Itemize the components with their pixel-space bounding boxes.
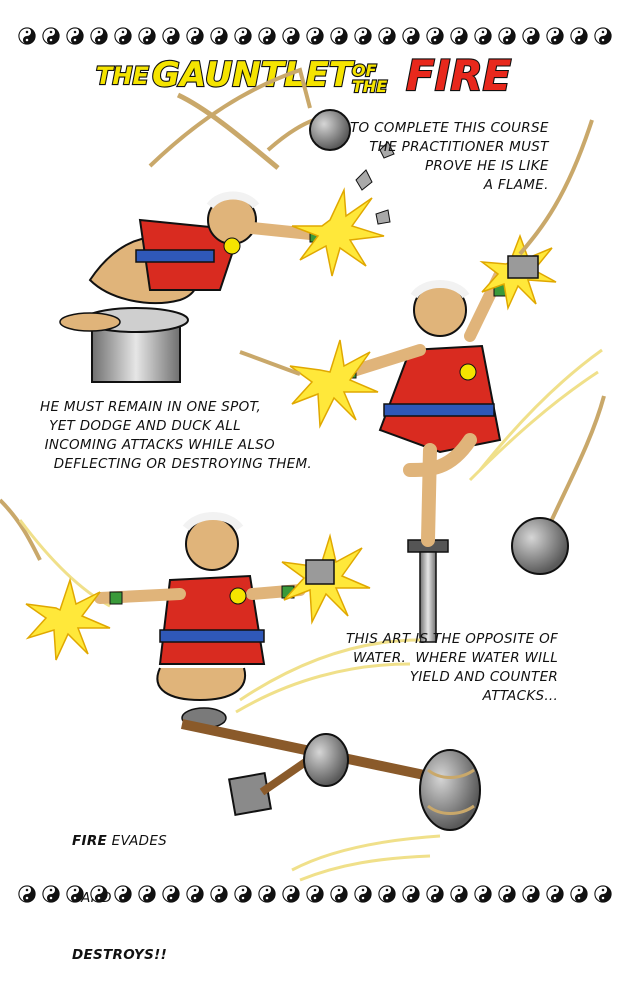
yin-yang-icon [522,885,540,903]
fighter-two [343,268,507,643]
caption-rule: HE MUST REMAIN IN ONE SPOT, YET DODGE AN… [40,399,313,472]
yin-yang-icon [114,27,132,45]
yin-yang-icon [426,885,444,903]
caption-contrast: THIS ART IS THE OPPOSITE OF WATER. WHERE… [346,631,559,704]
ropes-right [0,119,606,561]
yin-yang-icon [138,27,156,45]
yin-yang-icon [42,885,60,903]
yin-yang-icon [282,885,300,903]
yin-yang-icon [426,27,444,45]
swinging-ball-top [148,67,351,170]
caption-ending-destroys: DESTROYS!! [72,947,168,963]
yin-yang-icon [378,27,396,45]
yin-yang-icon [258,27,276,45]
bottom-border [18,882,612,906]
yin-yang-icon [186,27,204,45]
caption-intro: TO COMPLETE THIS COURSE THE PRACTITIONER… [350,120,549,193]
yin-yang-icon [546,27,564,45]
impact-spark-three [25,533,371,661]
yin-yang-icon [402,27,420,45]
yin-yang-icon [330,27,348,45]
yin-yang-icon [522,27,540,45]
fighter-three [94,512,306,729]
caption-ending-fire: FIRE [72,833,108,849]
yin-yang-icon [594,27,612,45]
yin-yang-icon [114,885,132,903]
impact-spark-two [289,233,557,429]
yin-yang-icon [450,27,468,45]
yin-yang-icon [18,27,36,45]
yin-yang-icon [330,885,348,903]
yin-yang-icon [306,27,324,45]
iron-ball-right [511,517,569,575]
spinning-bar-weapon [180,719,481,831]
yin-yang-icon [570,27,588,45]
yin-yang-icon [18,885,36,903]
yin-yang-icon [234,27,252,45]
yin-yang-icon [378,885,396,903]
yin-yang-icon [90,27,108,45]
yin-yang-icon [162,885,180,903]
title-fire: FIRE [406,51,512,100]
comic-illustration [0,67,606,882]
caption-ending-evades: EVADES [107,833,168,849]
fighter-one [59,191,336,332]
yin-yang-icon [474,27,492,45]
yin-yang-icon [66,27,84,45]
title-the: THE [96,62,149,90]
title-the-2: THE [352,77,387,96]
yin-yang-icon [162,27,180,45]
yin-yang-icon [402,885,420,903]
yin-yang-icon [306,885,324,903]
yin-yang-icon [210,27,228,45]
title-of: OF [352,61,377,80]
yin-yang-icon [354,885,372,903]
impact-spark-one [291,141,395,277]
yin-yang-icon [282,27,300,45]
yin-yang-icon [42,27,60,45]
yin-yang-icon [186,885,204,903]
yin-yang-icon [450,885,468,903]
yin-yang-icon [546,885,564,903]
yin-yang-icon [258,885,276,903]
yin-yang-icon [354,27,372,45]
yin-yang-icon [498,27,516,45]
yin-yang-icon [594,885,612,903]
yin-yang-icon [90,885,108,903]
yin-yang-icon [570,885,588,903]
yin-yang-icon [66,885,84,903]
yin-yang-icon [474,885,492,903]
yin-yang-icon [234,885,252,903]
yin-yang-icon [498,885,516,903]
stone-pedestal-left [83,307,189,383]
top-border [18,24,612,48]
yin-yang-icon [210,885,228,903]
yin-yang-icon [138,885,156,903]
